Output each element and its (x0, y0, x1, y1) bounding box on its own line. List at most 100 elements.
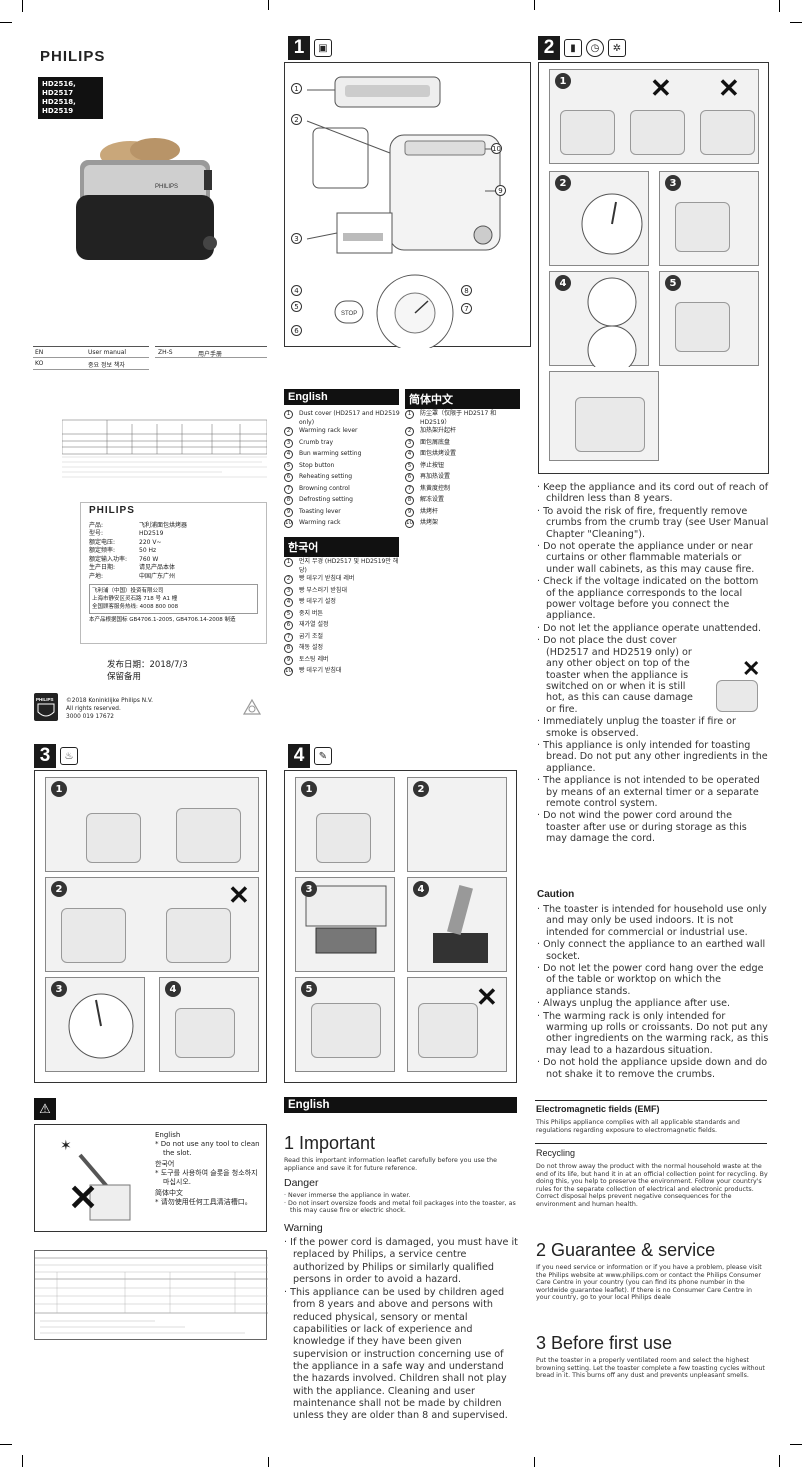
part-item: 解冻设置 (420, 496, 445, 503)
step-3-panel-1 (45, 777, 259, 872)
brand-logo: PHILIPS (40, 48, 106, 65)
toaster-illustration (61, 908, 126, 963)
crop-mark (779, 1455, 780, 1467)
part-item: Dust cover (HD2517 and HD2519 only) (299, 410, 400, 426)
substep-4: 4 (413, 881, 429, 897)
warning-item: If the power cord is damaged, you must h… (290, 1237, 518, 1285)
cleaning-icon: ✎ (314, 747, 332, 765)
toaster-illustration (86, 813, 141, 863)
caution-list: · The toaster is intended for household … (537, 904, 769, 1080)
step-2-header: 2 ▮ ◷ ✲ (538, 36, 626, 60)
no-tool-illustration: ✶ ✕ (60, 1138, 131, 1221)
part-item: Bun warming setting (299, 450, 362, 457)
warn-text-en: Do not use any tool to clean the slot. (160, 1140, 260, 1157)
toaster-illustration (316, 813, 371, 863)
step-3-header: 3 ♨ (34, 744, 78, 768)
substep-3: 3 (665, 175, 681, 191)
danger-list: · Never immerse the appliance in water. … (284, 1192, 516, 1215)
substep-2: 2 (555, 175, 571, 191)
callout-7: 7 (461, 303, 472, 314)
safety-item: Do not wind the power cord around the to… (543, 810, 747, 845)
toaster-illustration (560, 110, 615, 155)
crop-mark (790, 1444, 802, 1445)
recycling-text: Do not throw away the product with the n… (536, 1163, 768, 1208)
model-numbers: HD2516, HD2517 HD2518, HD2519 (38, 77, 103, 119)
safety-item: This appliance is only intended for toas… (543, 739, 768, 774)
toaster-illustration (675, 202, 730, 252)
warning-list: · If the power cord is damaged, you must… (284, 1237, 518, 1422)
step-4-panel-6: ✕ (407, 977, 507, 1072)
safety-item: To avoid the risk of fire, frequently re… (543, 505, 769, 540)
toaster-illustration (575, 397, 645, 452)
emf-text: This Philips appliance complies with all… (536, 1119, 740, 1134)
part-item: Browning control (299, 484, 350, 492)
part-item: 加热架升起杆 (420, 427, 457, 434)
not-allowed-icon: ✕ (476, 982, 498, 1012)
label-company: 飞利浦（中国）投资有限公司 (92, 588, 164, 594)
crop-mark (0, 1444, 12, 1445)
parts-zh-header: 简体中文 (405, 389, 520, 409)
label-value: 50 Hz (139, 547, 157, 554)
part-item: 재가열 설정 (299, 621, 329, 628)
lang-code-zh: ZH-S (158, 349, 173, 356)
parts-diagram: STOP 1 2 3 4 5 6 10 9 8 7 (284, 62, 531, 352)
step-number: 3 (34, 744, 56, 768)
part-item: Reheating setting (299, 473, 353, 480)
part-item: 해동 설정 (299, 644, 323, 651)
substep-5: 5 (301, 981, 317, 997)
substep-2: 2 (51, 881, 67, 897)
toaster-illustration (166, 908, 231, 963)
caution-heading: Caution (537, 889, 575, 900)
safety-bullets: · Keep the appliance and its cord out of… (537, 482, 769, 845)
part-item: 굽기 조절 (299, 632, 323, 640)
substep-2: 2 (413, 781, 429, 797)
guarantee-text: If you need service or information or if… (536, 1264, 762, 1302)
caution-item: The warming rack is only intended for wa… (543, 1010, 769, 1056)
copyright-line: All rights reserved. (66, 706, 121, 712)
callout-4: 4 (291, 285, 302, 296)
not-allowed-icon: ✕ (650, 73, 672, 103)
defrost-icon: ✲ (608, 39, 626, 57)
caution-item: Only connect the appliance to an earthed… (543, 939, 766, 962)
toaster-illustration (675, 302, 730, 352)
svg-text:✶: ✶ (60, 1138, 72, 1154)
part-item: 烘烤杆 (420, 507, 439, 515)
part-item: 烘烤架 (420, 519, 439, 526)
callout-10: 10 (491, 143, 502, 154)
part-item: 빵 부스러기 받침대 (299, 586, 347, 594)
step-3-panel-2: ✕ (45, 877, 259, 972)
model-line: HD2516, HD2517 (42, 80, 76, 97)
step-2-panel-1: ✕ ✕ (549, 69, 759, 164)
hazard-substance-table (61, 414, 268, 484)
toast-icon: ▮ (564, 39, 582, 57)
warning-icon: ⚠ (34, 1098, 56, 1120)
part-item: 再加热设置 (420, 473, 451, 480)
caution-item: Do not hold the appliance upside down an… (543, 1057, 768, 1080)
part-item: Warming rack lever (299, 427, 358, 434)
safety-item: Immediately unplug the toaster if fire o… (543, 716, 736, 739)
callout-2: 2 (291, 114, 302, 125)
step-4-diagram: 1 2 3 4 5 ✕ (284, 770, 517, 1083)
label-key: 额定输入功率: (89, 555, 128, 563)
label-value: 请见产品本体 (139, 564, 176, 571)
crop-mark (268, 0, 269, 10)
doc-number: 3000 019 17672 (66, 714, 114, 720)
recycling-heading: Recycling (536, 1148, 576, 1158)
safety-item: Keep the appliance and its cord out of r… (543, 482, 769, 505)
callout-3: 3 (291, 233, 302, 244)
toaster-illustration (716, 680, 758, 712)
step-2-panel-6 (549, 371, 659, 461)
warning-texts: English * Do not use any tool to clean t… (155, 1131, 263, 1207)
safety-item: The appliance is not intended to be oper… (543, 775, 760, 809)
danger-heading: Danger (284, 1177, 319, 1189)
label-value: 中国广东广州 (139, 572, 176, 580)
warn-text-zh: 请勿使用任何工具清洁槽口。 (160, 1198, 252, 1206)
label-key: 额定频率: (89, 547, 116, 554)
callout-6: 6 (291, 325, 302, 336)
philips-shield-icon: PHILIPS (34, 693, 58, 721)
recycle-icon (240, 697, 264, 721)
part-item: Crumb tray (299, 438, 334, 446)
toaster-illustration (418, 1003, 478, 1058)
